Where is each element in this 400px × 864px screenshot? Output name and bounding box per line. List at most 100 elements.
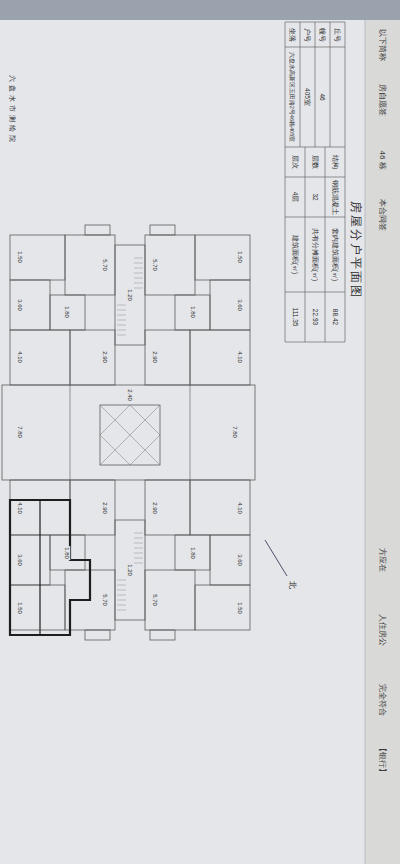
room-outline bbox=[85, 225, 110, 235]
stair-tread bbox=[134, 268, 143, 269]
room-outline bbox=[195, 235, 250, 280]
table-rule bbox=[285, 47, 345, 48]
paper bbox=[0, 20, 365, 864]
stair-tread bbox=[117, 315, 126, 316]
dimension-label: 4.10 bbox=[237, 501, 244, 515]
table-cell: 88.42 bbox=[331, 309, 338, 325]
table-rule bbox=[285, 147, 345, 148]
table-rule bbox=[285, 147, 286, 342]
dimension-label: 2.90 bbox=[152, 350, 159, 364]
lift-cross bbox=[130, 405, 160, 435]
unit-wall bbox=[39, 500, 40, 635]
lift-cross bbox=[100, 435, 130, 465]
room-outline bbox=[145, 330, 190, 385]
table-rule bbox=[305, 147, 306, 342]
dimension-label: 7.80 bbox=[17, 425, 24, 439]
table-cell: 共有分摊面积(㎡) bbox=[311, 228, 318, 281]
room-outline bbox=[10, 235, 65, 280]
table-cell: 46 bbox=[319, 93, 326, 100]
table-cell: 丘号 bbox=[334, 28, 341, 42]
room-outline bbox=[190, 480, 250, 535]
stair-tread bbox=[134, 258, 143, 259]
table-cell: 户号 bbox=[304, 28, 311, 42]
stair-tread bbox=[117, 610, 126, 611]
lift-core bbox=[100, 405, 160, 465]
room-outline bbox=[65, 235, 115, 295]
stair-tread bbox=[117, 600, 126, 601]
table-cell: 22.93 bbox=[311, 309, 318, 325]
other-page-text: 方应在 bbox=[378, 548, 387, 572]
room-outline bbox=[70, 330, 115, 385]
stair-tread bbox=[134, 278, 143, 279]
dimension-label: 4.10 bbox=[237, 350, 244, 364]
paper-edge bbox=[365, 20, 366, 864]
dimension-label: 2.40 bbox=[127, 388, 134, 402]
stair-tread bbox=[134, 558, 143, 559]
stair-tread bbox=[134, 288, 143, 289]
dimension-label: 1.80 bbox=[190, 305, 197, 319]
table-cell: 层数 bbox=[311, 155, 318, 169]
table-cell: 套内建筑面积(㎡) bbox=[331, 228, 338, 281]
dimension-label: 3.60 bbox=[237, 298, 244, 312]
room-outline bbox=[190, 330, 250, 385]
fabric-ground bbox=[0, 0, 400, 20]
dimension-label: 1.80 bbox=[190, 546, 197, 560]
stair-tread bbox=[134, 563, 143, 564]
table-rule bbox=[285, 22, 345, 23]
room-outline bbox=[175, 535, 210, 570]
stair-tread bbox=[134, 548, 143, 549]
room-outline bbox=[85, 630, 110, 640]
room-outline bbox=[50, 535, 85, 570]
room-outline bbox=[145, 570, 195, 630]
room-outline bbox=[210, 280, 250, 330]
stair-tread bbox=[134, 538, 143, 539]
table-cell: 建筑面积(㎡) bbox=[291, 235, 298, 274]
table-rule bbox=[285, 22, 286, 147]
other-page bbox=[365, 20, 400, 864]
other-page-text: 以下简称 bbox=[378, 29, 387, 61]
pen-stroke bbox=[265, 540, 287, 576]
room-outline bbox=[145, 480, 190, 535]
stair-tread bbox=[117, 310, 126, 311]
stair-tread bbox=[134, 553, 143, 554]
table-cell: 层次 bbox=[291, 155, 298, 169]
dimension-label: 1.50 bbox=[237, 601, 244, 615]
dimension-label: 5.70 bbox=[152, 593, 159, 607]
room-outline bbox=[70, 480, 115, 535]
unit-outline bbox=[10, 500, 90, 635]
dimension-label: 1.50 bbox=[237, 250, 244, 264]
room-outline bbox=[145, 235, 195, 295]
room-outline bbox=[195, 585, 250, 630]
other-page-text: 房自愿签 bbox=[378, 84, 387, 116]
table-cell: 幢号 bbox=[319, 28, 326, 42]
table-rule bbox=[315, 22, 316, 147]
dimension-label: 1.80 bbox=[64, 546, 71, 560]
stair-tread bbox=[117, 335, 126, 336]
dimension-label: 2.90 bbox=[152, 501, 159, 515]
stair-core bbox=[115, 520, 145, 620]
dimension-label: 5.70 bbox=[152, 258, 159, 272]
stair-tread bbox=[117, 305, 126, 306]
stair-tread bbox=[117, 320, 126, 321]
lift-cross bbox=[100, 405, 130, 435]
stair-core bbox=[115, 245, 145, 345]
table-cell: 钢筋混凝土 bbox=[331, 180, 338, 215]
table-rule bbox=[285, 217, 345, 218]
table-rule bbox=[285, 342, 345, 343]
other-page-text: 完全符合 bbox=[378, 684, 387, 716]
dimension-label: 2.90 bbox=[102, 350, 109, 364]
stair-tread bbox=[117, 330, 126, 331]
dimension-label: 1.20 bbox=[127, 288, 134, 302]
dimension-label: 4.10 bbox=[17, 501, 24, 515]
table-cell: 405室 bbox=[304, 88, 311, 106]
room-outline bbox=[175, 295, 210, 330]
other-page-text: 【银行】 bbox=[378, 744, 387, 776]
table-rule bbox=[345, 147, 346, 342]
stair-tread bbox=[117, 605, 126, 606]
stair-tread bbox=[134, 263, 143, 264]
dimension-label: 7.80 bbox=[232, 425, 239, 439]
other-page-text: 46 栋 bbox=[378, 150, 387, 169]
surveyor-name: 六盘水市测绘院 bbox=[8, 75, 16, 145]
